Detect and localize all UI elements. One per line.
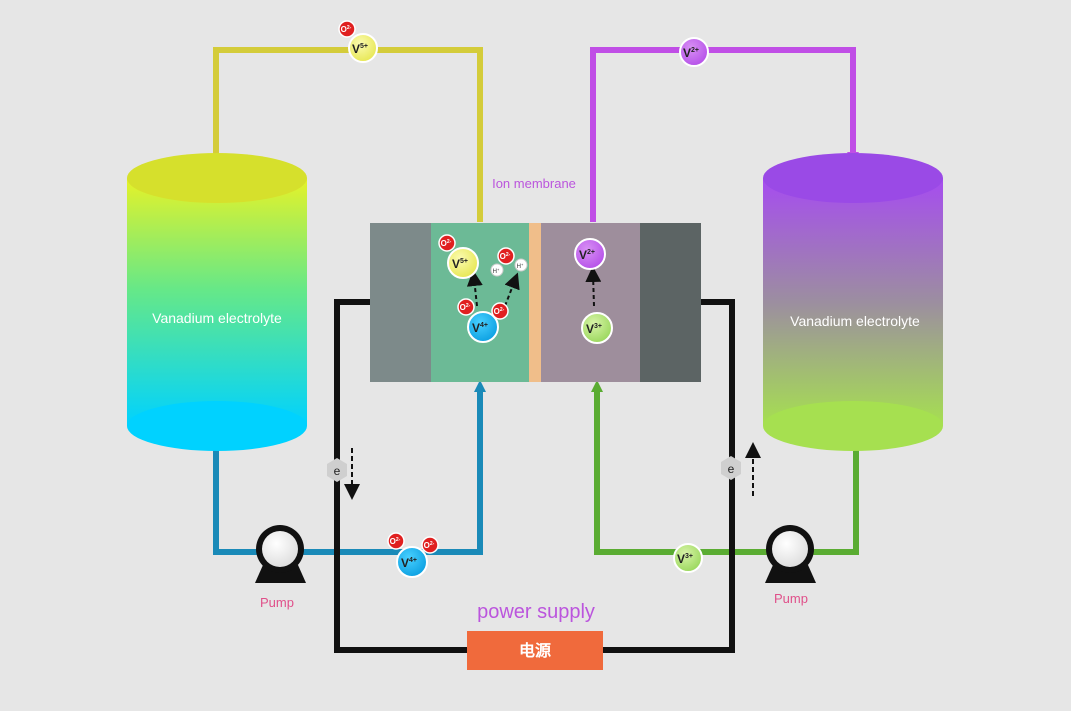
svg-text:O2-: O2-	[424, 541, 435, 550]
v2-ion-cell: V2+	[574, 238, 606, 270]
electrochemical-cell	[370, 223, 701, 382]
oxygen-transfer-arrow	[504, 272, 520, 307]
svg-text:O2-: O2-	[494, 307, 505, 316]
v3-ion-cell: V3+	[581, 312, 613, 344]
v3-ion-pipe: V3+	[673, 543, 703, 573]
power-supply-box-label: 电源	[519, 641, 551, 660]
v3-feed-pipe	[594, 388, 859, 555]
v3-pipe-arrow	[591, 380, 603, 392]
svg-text:O2-: O2-	[441, 239, 452, 248]
left-pump: Pump	[255, 525, 306, 610]
left-electrolyte-tank: Vanadium electrolyte	[127, 153, 307, 451]
right-pump: Pump	[765, 525, 816, 606]
v3-to-v2-arrow	[585, 266, 602, 307]
power-supply-box	[467, 631, 603, 670]
svg-text:H+: H+	[493, 267, 500, 275]
oxygen-ion-pipe-bottom-2: O2-	[421, 536, 439, 554]
ion-membrane-label: Ion membrane	[492, 176, 576, 191]
v4-to-v5-arrow	[466, 270, 483, 307]
svg-text:V4+: V4+	[401, 556, 417, 570]
right-tank-label: Vanadium electrolyte	[790, 313, 920, 329]
oxygen-ion-pipe-top: O2-	[338, 20, 356, 38]
electron-right: e	[721, 456, 741, 480]
svg-text:H+: H+	[517, 262, 524, 270]
v2-return-pipe	[590, 47, 856, 222]
left-pump-label: Pump	[260, 595, 294, 610]
v5-ion-cell: V5+	[447, 247, 479, 279]
svg-text:V5+: V5+	[452, 257, 468, 271]
svg-text:O2-: O2-	[341, 25, 352, 34]
left-electrode	[370, 223, 431, 382]
oxygen-ion-pipe-bottom-1: O2-	[387, 532, 405, 550]
oxygen-ion-cell-4: O2-	[491, 302, 509, 320]
v4-feed-pipe	[213, 388, 483, 555]
svg-text:V3+: V3+	[677, 552, 693, 566]
v4-ion-cell: V4+	[467, 311, 499, 343]
right-pump-label: Pump	[774, 591, 808, 606]
power-supply-caption: power supply	[477, 601, 595, 623]
svg-text:V5+: V5+	[352, 42, 368, 56]
v4-pipe-arrow	[474, 380, 486, 392]
v5-return-pipe	[213, 47, 483, 222]
v4-ion-pipe: V4+	[396, 546, 428, 578]
oxygen-ion-cell-3: O2-	[457, 298, 475, 316]
oxygen-ion-cell-1: O2-	[438, 234, 456, 252]
svg-text:V2+: V2+	[579, 248, 595, 262]
svg-text:V2+: V2+	[683, 46, 699, 60]
svg-text:V4+: V4+	[472, 321, 488, 335]
electron-left: e	[327, 458, 347, 482]
v2-ion-pipe: V2+	[679, 37, 709, 67]
svg-text:O2-: O2-	[460, 303, 471, 312]
left-tank-label: Vanadium electrolyte	[152, 310, 282, 326]
svg-text:O2-: O2-	[500, 252, 511, 261]
svg-text:O2-: O2-	[390, 537, 401, 546]
v5-ion-pipe: V5+	[348, 33, 378, 63]
proton-ion-2: H+	[514, 258, 528, 272]
proton-ion-1: H+	[490, 263, 504, 277]
svg-text:V3+: V3+	[586, 322, 602, 336]
svg-text:e: e	[728, 462, 735, 476]
ion-membrane	[529, 223, 541, 382]
svg-text:e: e	[334, 464, 341, 478]
right-electrolyte-tank: Vanadium electrolyte	[763, 153, 943, 451]
right-electrode	[640, 223, 701, 382]
oxygen-ion-cell-2: O2-	[497, 247, 515, 265]
